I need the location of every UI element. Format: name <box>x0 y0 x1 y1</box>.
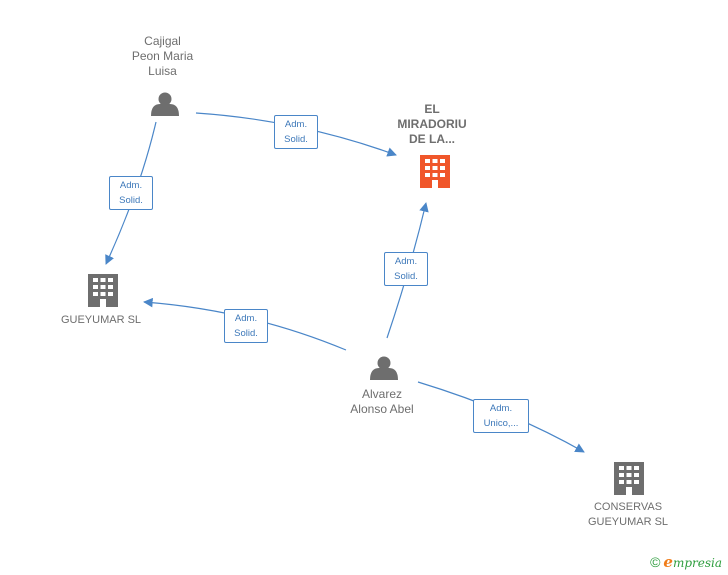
building-icon[interactable] <box>88 274 118 307</box>
person-icon[interactable] <box>370 356 398 381</box>
edge-label-alvarez-gueyumar[interactable]: Adm. Solid. <box>224 309 268 343</box>
edge-label-cajigal-gueyumar[interactable]: Adm. Solid. <box>109 176 153 210</box>
brand-footer: ©empresia <box>650 553 722 571</box>
node-label-alvarez[interactable]: Alvarez Alonso Abel <box>350 387 414 416</box>
edge-label-alvarez-mirador[interactable]: Adm. Solid. <box>384 252 428 286</box>
brand-logo-text: mpresia <box>672 556 722 570</box>
brand-logo-e: e <box>663 553 673 571</box>
copyright-icon: © <box>650 554 661 570</box>
edge-label-alvarez-conservas[interactable]: Adm. Unico,... <box>473 399 529 433</box>
person-icon[interactable] <box>151 92 179 117</box>
node-label-cajigal[interactable]: Cajigal Peon Maria Luisa <box>131 34 194 78</box>
node-label-gueyumar[interactable]: GUEYUMAR SL <box>60 314 142 326</box>
node-label-mirador[interactable]: EL MIRADORIU DE LA... <box>397 102 467 146</box>
edge-label-cajigal-mirador[interactable]: Adm. Solid. <box>274 115 318 149</box>
building-icon[interactable] <box>420 155 450 188</box>
node-label-conservas[interactable]: CONSERVAS GUEYUMAR SL <box>587 501 669 528</box>
building-icon[interactable] <box>614 462 644 495</box>
